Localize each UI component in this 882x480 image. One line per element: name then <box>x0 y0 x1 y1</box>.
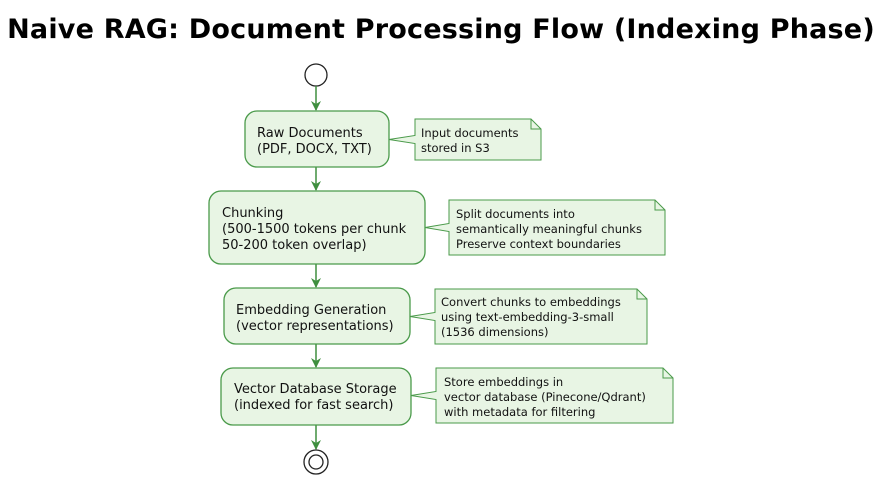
step-node-label: Chunking <box>222 206 283 221</box>
note-text: semantically meaningful chunks <box>456 222 642 236</box>
note-text: using text-embedding-3-small <box>441 310 614 324</box>
end-node <box>303 449 329 475</box>
note-text: Preserve context boundaries <box>456 237 621 251</box>
diagram-title: Naive RAG: Document Processing Flow (Ind… <box>7 14 875 45</box>
step-node-label: Embedding Generation <box>236 303 386 318</box>
note-fold <box>636 289 647 300</box>
start-node <box>304 63 328 87</box>
note-text: Input documents <box>421 126 518 140</box>
step-node-label: Raw Documents <box>257 126 363 141</box>
note-box <box>409 288 648 345</box>
step-node-label: (vector representations) <box>236 319 394 334</box>
note-text: Convert chunks to embeddings <box>441 295 621 309</box>
step-node-4: Vector Database Storage(indexed for fast… <box>220 367 412 426</box>
step-node-label: 50-200 token overlap) <box>222 238 367 253</box>
note-text: stored in S3 <box>421 141 490 155</box>
step-node-label: (500-1500 tokens per chunk <box>222 222 407 237</box>
note-text: with metadata for filtering <box>444 405 595 419</box>
step-node-label: (PDF, DOCX, TXT) <box>257 142 372 157</box>
note-fold <box>530 119 541 130</box>
note-box <box>388 118 542 161</box>
step-node-box <box>220 367 412 426</box>
step-node-3: Embedding Generation(vector representati… <box>223 287 411 345</box>
note-text: Store embeddings in <box>444 375 563 389</box>
step-node-label: (indexed for fast search) <box>234 398 393 413</box>
note-fold <box>662 368 673 379</box>
note-text: Split documents into <box>456 207 575 221</box>
step-node-2: Chunking(500-1500 tokens per chunk50-200… <box>208 190 426 265</box>
note-text: vector database (Pinecone/Qdrant) <box>444 390 646 404</box>
note-fold <box>654 200 665 211</box>
note-text: (1536 dimensions) <box>441 325 548 339</box>
note-box <box>410 367 674 424</box>
note-box <box>424 199 666 256</box>
step-node-label: Vector Database Storage <box>234 382 397 397</box>
step-node-1: Raw Documents(PDF, DOCX, TXT) <box>244 110 390 168</box>
